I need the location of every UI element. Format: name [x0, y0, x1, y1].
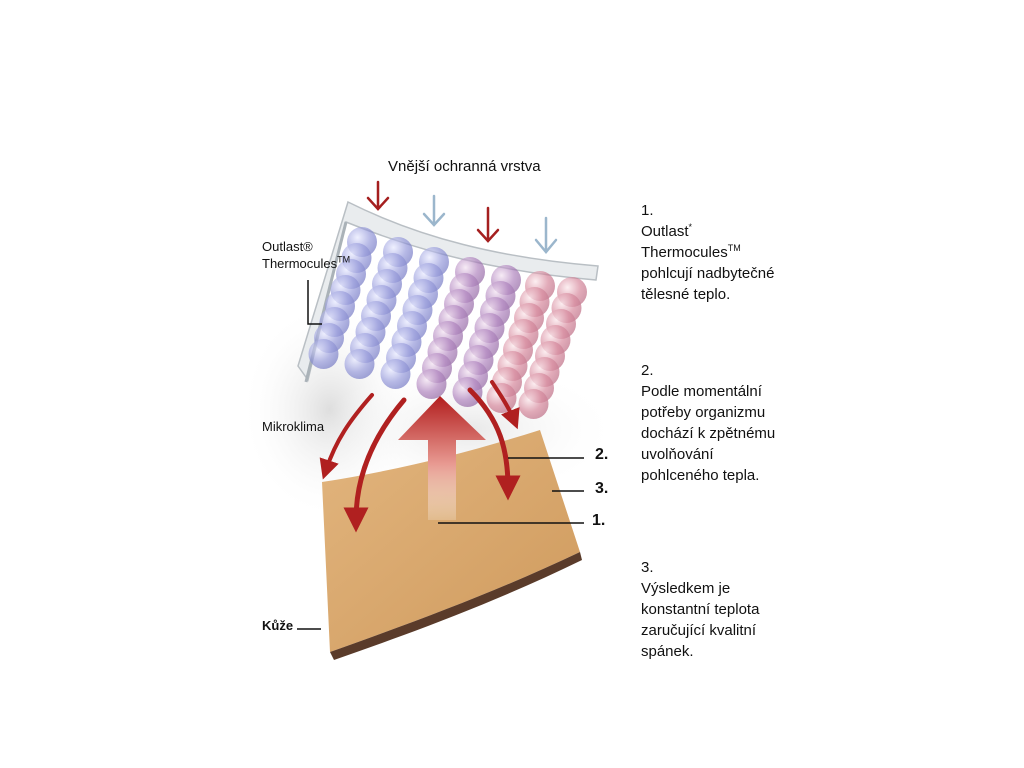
release-arrows: [319, 380, 521, 533]
step-number: 1.: [641, 202, 654, 219]
step-number: 2.: [641, 362, 654, 379]
step-line: dochází k zpětnému: [641, 425, 776, 442]
callout-3: 3.: [595, 480, 609, 497]
step-2: 2. Podle momentální potřeby organizmu do…: [641, 360, 821, 486]
outlast-label-line1: Outlast®: [262, 239, 313, 254]
step-number: 3.: [641, 559, 654, 576]
step-line: Podle momentální: [641, 383, 762, 400]
callout-2: 2.: [595, 446, 609, 463]
step-line: konstantní teplota: [641, 601, 760, 618]
step-line: spánek.: [641, 643, 694, 660]
microclimate-label: Mikroklima: [262, 419, 325, 434]
thermocule-bead: [380, 359, 411, 389]
callout-1: 1.: [592, 512, 606, 529]
outlast-label-line2: ThermoculesTM: [262, 254, 351, 271]
cool-arrow-icon: [422, 194, 446, 227]
thermocule-bead: [452, 377, 483, 407]
thermocules-beads: [308, 227, 587, 419]
step-line: Výsledkem je: [641, 580, 731, 597]
warm-arrow-icon: [476, 206, 500, 243]
incoming-arrows: [366, 180, 558, 254]
step-line: zaručující kvalitní: [641, 622, 757, 639]
step-line: pohlcují nadbytečné: [641, 265, 775, 282]
step-line: pohlceného tepla.: [641, 467, 760, 484]
step-line: uvolňování: [641, 446, 714, 463]
step-line: Outlast*: [641, 222, 693, 241]
thermocule-bead: [518, 389, 549, 419]
leader-lines: [297, 280, 584, 630]
thermocule-bead: [344, 349, 375, 379]
warm-arrow-icon: [366, 180, 390, 211]
step-line: potřeby organizmu: [641, 404, 766, 421]
outlast-label: Outlast® ThermoculesTM: [262, 238, 350, 272]
outer-layer-title: Vnější ochranná vrstva: [388, 158, 541, 175]
thermocule-bead: [416, 369, 447, 399]
step-line: tělesné teplo.: [641, 286, 731, 303]
thermocule-bead: [308, 339, 339, 369]
skin-label: Kůže: [262, 618, 294, 633]
outlast-leader: [307, 280, 322, 325]
step-line: ThermoculesTM: [641, 243, 741, 262]
step-1: 1. Outlast* ThermoculesTM pohlcují nadby…: [641, 200, 821, 305]
cool-arrow-icon: [534, 216, 558, 254]
outer-layer-sheet: [297, 200, 599, 382]
skin-edge: [330, 552, 582, 660]
step-3: 3. Výsledkem je konstantní teplota zaruč…: [641, 557, 821, 662]
body-heat-arrow: [398, 396, 486, 520]
